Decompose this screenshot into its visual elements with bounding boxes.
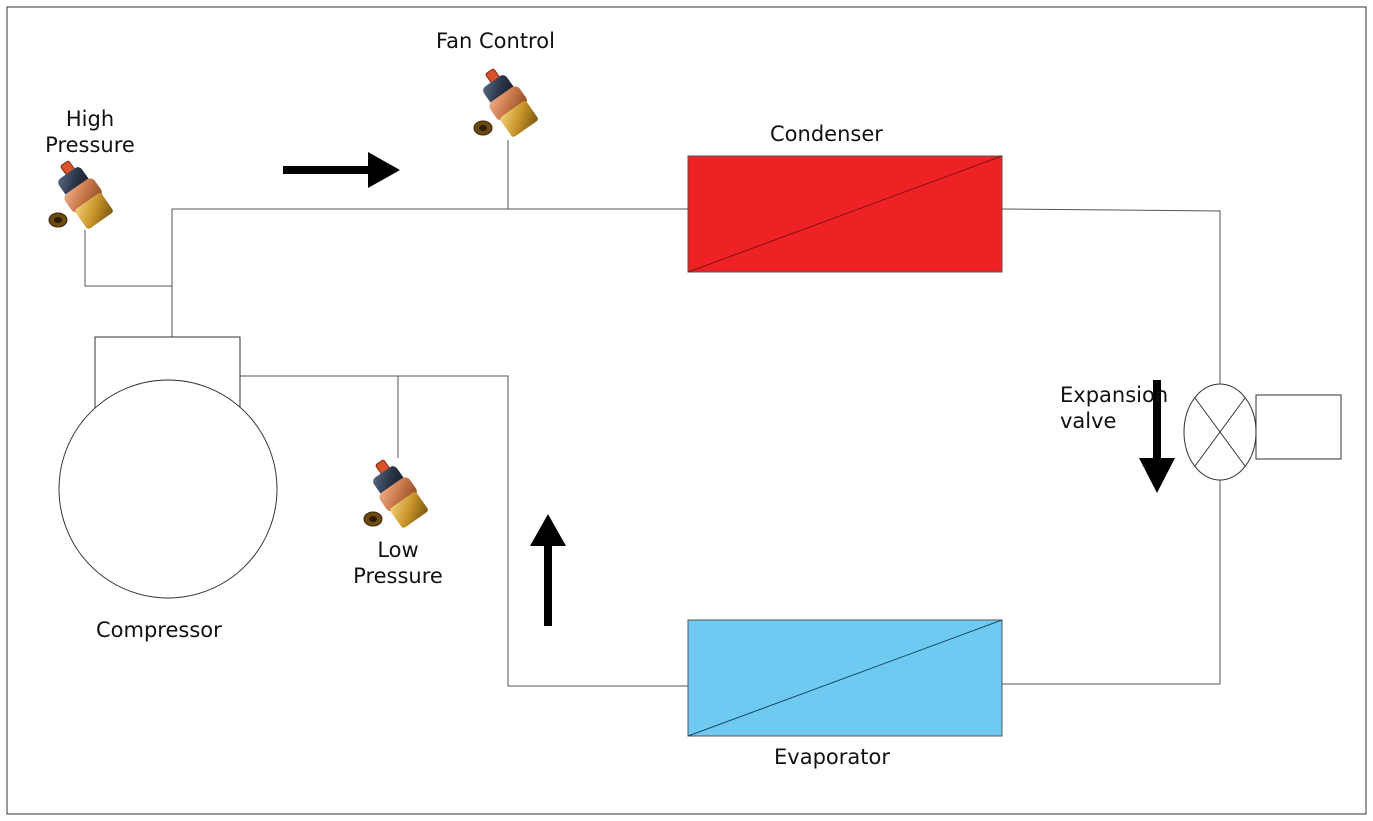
flow-arrow-icon bbox=[530, 514, 566, 626]
low-pressure-label: Low Pressure bbox=[338, 537, 458, 589]
expansion-valve-label: Expansion valve bbox=[1060, 382, 1168, 434]
suction-line bbox=[240, 375, 688, 687]
high-pressure-label-line1: High bbox=[65, 107, 115, 131]
evaporator bbox=[687, 619, 1003, 737]
flow-arrow-icon bbox=[283, 152, 400, 188]
low-pressure-label-line1: Low bbox=[377, 538, 419, 562]
pipes bbox=[84, 140, 1221, 687]
condenser-label: Condenser bbox=[770, 122, 883, 146]
expansion-valve-icon bbox=[1183, 383, 1342, 481]
pressure-switch-icon bbox=[473, 67, 540, 139]
compressor bbox=[58, 336, 278, 599]
pressure-switch-icon bbox=[363, 458, 430, 530]
low-pressure-label-line2: Pressure bbox=[353, 564, 443, 588]
high-pressure-switch-line bbox=[84, 230, 172, 287]
expansion-valve-label-line1: Expansion bbox=[1060, 383, 1169, 407]
compressor-label: Compressor bbox=[96, 618, 222, 642]
condenser-diagonal bbox=[687, 155, 1003, 273]
fan-control-label: Fan Control bbox=[436, 29, 555, 53]
high-pressure-label-line2: Pressure bbox=[45, 133, 135, 157]
discharge-line bbox=[171, 208, 688, 337]
compressor-body bbox=[58, 379, 278, 599]
evaporator-diagonal bbox=[687, 619, 1003, 737]
evaporator-label: Evaporator bbox=[774, 745, 890, 769]
expansion-valve-bulb bbox=[1255, 394, 1342, 460]
flow-arrow-icon bbox=[1139, 380, 1175, 493]
pressure-switch-icon bbox=[48, 159, 115, 231]
high-pressure-label: High Pressure bbox=[40, 106, 140, 158]
condenser bbox=[687, 155, 1003, 273]
liquid-line bbox=[1001, 208, 1221, 385]
expansion-valve-label-line2: valve bbox=[1060, 409, 1117, 433]
valve-to-evaporator-line bbox=[1002, 480, 1221, 685]
